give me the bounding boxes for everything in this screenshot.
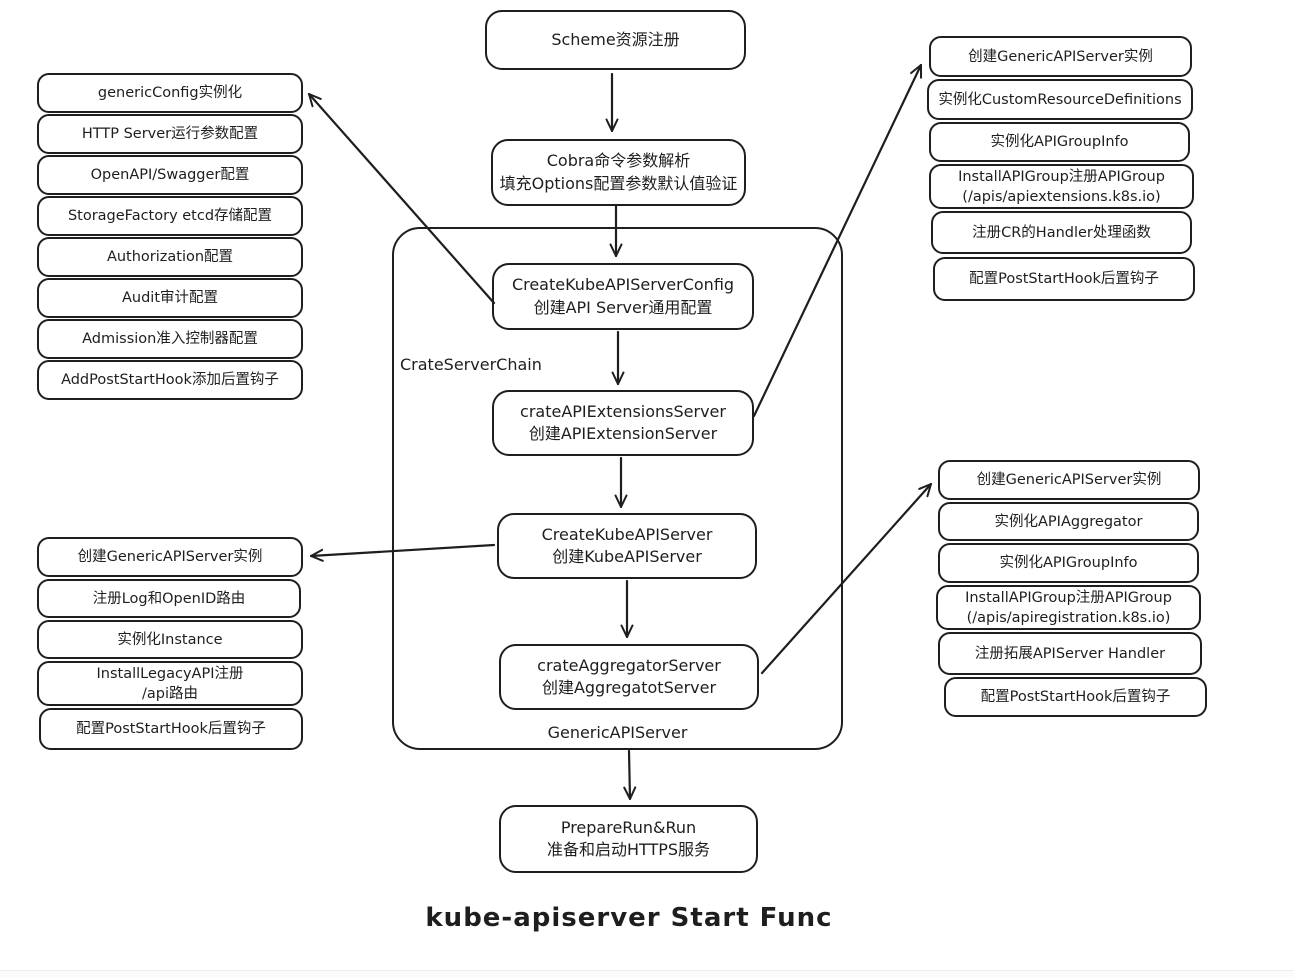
step-add-post-start-hook: AddPostStartHook添加后置钩子 bbox=[37, 360, 303, 400]
step-admission: Admission准入控制器配置 bbox=[37, 319, 303, 359]
ext-register-cr-handler: 注册CR的Handler处理函数 bbox=[931, 211, 1192, 254]
step-http-server-params: HTTP Server运行参数配置 bbox=[37, 114, 303, 154]
ext-install-apigroup: InstallAPIGroup注册APIGroup (/apis/apiexte… bbox=[929, 164, 1194, 209]
agg-instantiate-apigroupinfo: 实例化APIGroupInfo bbox=[938, 543, 1199, 583]
node-crate-aggregator-server: crateAggregatorServer 创建AggregatotServer bbox=[499, 644, 759, 710]
agg-create-generic-apiserver: 创建GenericAPIServer实例 bbox=[938, 460, 1200, 500]
node-create-kube-apiserver-config: CreateKubeAPIServerConfig 创建API Server通用… bbox=[492, 263, 754, 330]
node-prepare-run-and-run: PrepareRun&Run 准备和启动HTTPS服务 bbox=[499, 805, 758, 873]
node-create-kube-apiserver: CreateKubeAPIServer 创建KubeAPIServer bbox=[497, 513, 757, 579]
kube-create-generic-apiserver: 创建GenericAPIServer实例 bbox=[37, 537, 303, 577]
node-scheme-register: Scheme资源注册 bbox=[485, 10, 746, 70]
node-crate-apiextensions-server: crateAPIExtensionsServer 创建APIExtensionS… bbox=[492, 390, 754, 456]
ext-create-generic-apiserver: 创建GenericAPIServer实例 bbox=[929, 36, 1192, 77]
kube-register-log-openid: 注册Log和OpenID路由 bbox=[37, 579, 301, 618]
canvas-bottom-edge bbox=[0, 970, 1294, 977]
step-generic-config: genericConfig实例化 bbox=[37, 73, 303, 113]
step-openapi-swagger: OpenAPI/Swagger配置 bbox=[37, 155, 303, 195]
container-label-generic-apiserver: GenericAPIServer bbox=[547, 723, 688, 742]
agg-instantiate-apiaggregator: 实例化APIAggregator bbox=[938, 502, 1199, 541]
step-audit: Audit审计配置 bbox=[37, 278, 303, 318]
agg-post-start-hook: 配置PostStartHook后置钩子 bbox=[944, 677, 1207, 717]
container-label-crate-server-chain: CrateServerChain bbox=[400, 355, 542, 374]
ext-post-start-hook: 配置PostStartHook后置钩子 bbox=[933, 257, 1195, 301]
ext-instantiate-crd: 实例化CustomResourceDefinitions bbox=[927, 79, 1193, 120]
step-storage-factory-etcd: StorageFactory etcd存储配置 bbox=[37, 196, 303, 236]
diagram-title: kube-apiserver Start Func bbox=[425, 903, 833, 933]
agg-register-ext-handler: 注册拓展APIServer Handler bbox=[938, 632, 1202, 675]
kube-post-start-hook: 配置PostStartHook后置钩子 bbox=[39, 708, 303, 750]
kube-install-legacy-api: InstallLegacyAPI注册 /api路由 bbox=[37, 661, 303, 706]
kube-instantiate-instance: 实例化Instance bbox=[37, 620, 303, 659]
node-cobra-parse-options: Cobra命令参数解析 填充Options配置参数默认值验证 bbox=[491, 139, 746, 206]
agg-install-apigroup: InstallAPIGroup注册APIGroup (/apis/apiregi… bbox=[936, 585, 1201, 630]
step-authorization: Authorization配置 bbox=[37, 237, 303, 277]
arrow-chain-to-prepare-run bbox=[623, 749, 637, 801]
ext-instantiate-apigroupinfo: 实例化APIGroupInfo bbox=[929, 122, 1190, 162]
